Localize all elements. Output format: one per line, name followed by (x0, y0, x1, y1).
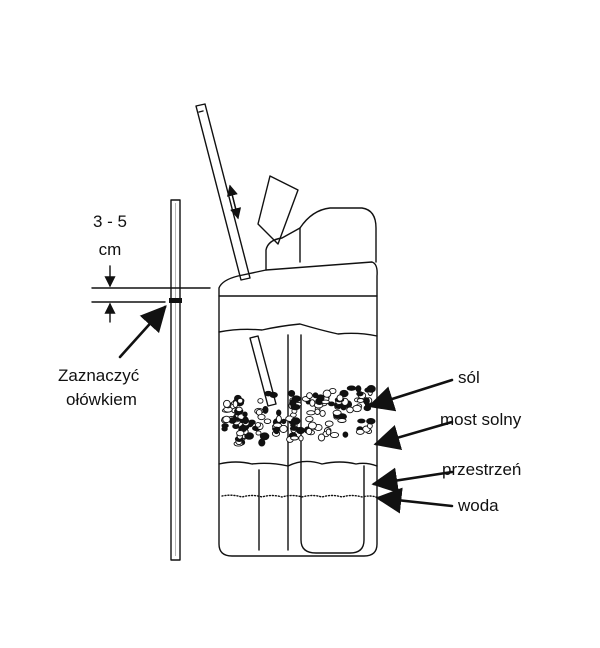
salt-label: sól (458, 368, 480, 387)
salt-pebble (317, 433, 326, 442)
salt-pebble (222, 415, 231, 424)
salt-pebble (276, 409, 282, 416)
salt-pebble (255, 422, 261, 428)
salt-pebble (306, 410, 316, 416)
salt-pebble (352, 404, 362, 413)
salt-pebble (221, 426, 228, 432)
salt-pebble (355, 385, 362, 393)
salt-pebble (342, 431, 349, 438)
salt-pebble (325, 428, 332, 436)
salt-pebble (355, 428, 365, 435)
salt-pebble (290, 423, 296, 428)
gap-line (218, 460, 378, 467)
pencil-note-line1: Zaznaczyć (58, 366, 140, 385)
salt-pebble (298, 435, 304, 442)
salt-pebble (259, 432, 270, 441)
salt-pebble (356, 398, 365, 403)
salt-bridge-label: most solny (440, 410, 522, 429)
water-arrow (375, 487, 454, 514)
salt-pebble (332, 409, 342, 416)
salt-pebble (346, 385, 357, 391)
salt-pebble (324, 420, 334, 427)
salt-pebble (305, 427, 313, 435)
salt-pebble (275, 415, 282, 423)
salt-pebble (322, 389, 332, 398)
salt-pebble (363, 397, 370, 405)
salt-pebble (314, 408, 321, 415)
salt-pebble (356, 391, 364, 397)
measuring-stick (170, 199, 181, 561)
salt-pebble (264, 390, 273, 397)
salt-granules (221, 385, 376, 447)
salt-pebble (262, 405, 269, 414)
salt-pebble (248, 419, 256, 425)
salt-pebble (273, 426, 280, 435)
salt-pebble (242, 416, 249, 425)
tank-body (218, 175, 378, 557)
salt-pebble (237, 397, 244, 404)
salt-pebble (309, 399, 316, 407)
salt-pebble (281, 418, 287, 425)
measure-top-label: 3 - 5 (92, 212, 128, 231)
salt-pebble (357, 418, 366, 424)
dimension-marker (91, 265, 211, 323)
salt-pebble (366, 417, 376, 425)
salt-pebble (291, 395, 301, 403)
salt-pebble (305, 415, 314, 423)
salt-pebble (258, 438, 266, 447)
probe-stick (195, 103, 277, 407)
salt-pebble (329, 431, 340, 439)
salt-pebble (346, 406, 354, 414)
salt-pebble (321, 399, 330, 405)
salt-pebble (319, 409, 326, 417)
gap-arrow (371, 467, 454, 494)
salt-pebble (279, 424, 288, 433)
measure-unit-label: cm (98, 240, 122, 259)
salt-pebble (306, 392, 313, 399)
salt-pebble (235, 406, 243, 413)
water-line (221, 494, 377, 498)
salt-pebble (290, 435, 299, 441)
salt-pebble (288, 389, 296, 397)
gap-label: przestrzeń (442, 460, 522, 479)
water-label: woda (458, 496, 499, 515)
salt-pebble (337, 418, 347, 423)
salt-pebble (255, 430, 262, 436)
salt-pebble (366, 385, 376, 393)
salt-bridge-arrow (373, 420, 454, 450)
salt-pebble (242, 411, 248, 417)
salt-pebble (257, 413, 266, 421)
salt-surface (218, 323, 378, 337)
salt-pebble (263, 418, 272, 424)
salt-pebble (290, 417, 301, 425)
salt-pebble (257, 398, 264, 404)
brine-well (258, 334, 365, 554)
salt-pebble (236, 430, 245, 437)
salt-pebble (307, 421, 317, 430)
pencil-note-line2: ołówkiem (66, 390, 137, 409)
salt-pebble (232, 400, 239, 408)
pencil-mark-arrow (118, 305, 167, 359)
salt-pebble (316, 394, 325, 402)
salt-arrow (367, 378, 454, 412)
salt-pebble (336, 394, 344, 402)
salt-pebble (223, 399, 231, 408)
